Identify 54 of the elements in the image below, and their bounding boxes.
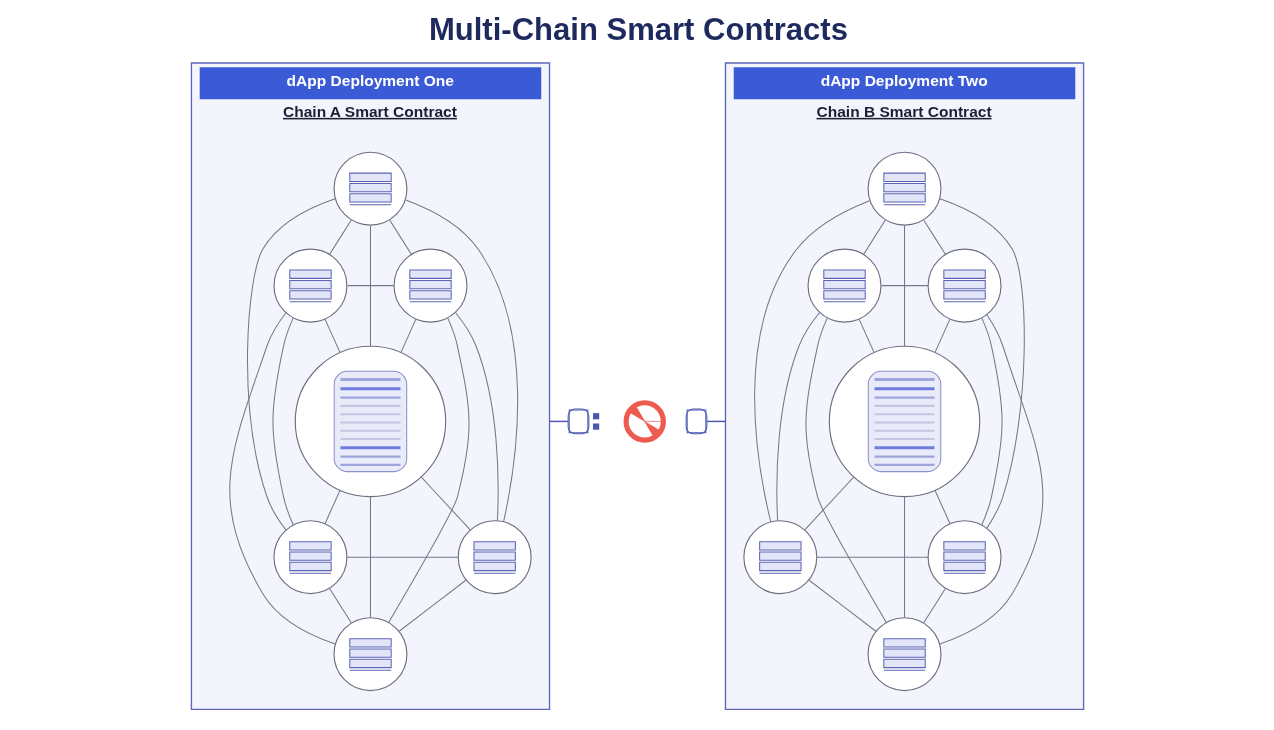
connector bbox=[804, 317, 887, 623]
diagram-title: Multi-Chain Smart Contracts bbox=[428, 12, 848, 48]
node-circle bbox=[272, 248, 347, 323]
connector bbox=[369, 225, 371, 347]
connector bbox=[808, 579, 876, 632]
connector bbox=[548, 420, 569, 423]
node-circle bbox=[927, 248, 1002, 323]
node-circle bbox=[332, 617, 407, 692]
connector bbox=[934, 318, 950, 353]
node-circle bbox=[867, 151, 942, 226]
connector bbox=[903, 225, 905, 347]
connector bbox=[328, 588, 352, 624]
connector bbox=[399, 318, 416, 353]
connector bbox=[980, 317, 1003, 526]
connector bbox=[803, 476, 854, 531]
node-circle bbox=[807, 248, 881, 323]
node-circle bbox=[332, 151, 407, 226]
cluster: dApp Deployment Two Chain B Smart Contract bbox=[724, 62, 1084, 711]
connector bbox=[934, 489, 950, 524]
node-circle bbox=[927, 520, 1002, 595]
connector bbox=[858, 318, 875, 353]
connector bbox=[388, 219, 412, 255]
connector bbox=[880, 285, 928, 287]
connector bbox=[775, 312, 820, 522]
cluster: dApp Deployment One Chain A Smart Contract bbox=[190, 62, 550, 711]
connector bbox=[903, 496, 905, 619]
connector bbox=[328, 219, 352, 255]
connector bbox=[271, 317, 294, 526]
connector bbox=[387, 317, 470, 623]
connector bbox=[404, 199, 518, 523]
connector bbox=[228, 312, 336, 645]
connector bbox=[324, 318, 340, 353]
node-circle bbox=[294, 345, 446, 498]
connector bbox=[862, 219, 886, 255]
connector bbox=[454, 312, 499, 522]
connector bbox=[753, 200, 870, 523]
node-circle bbox=[457, 520, 532, 595]
connector bbox=[922, 219, 946, 255]
node-circle bbox=[867, 617, 942, 692]
connector bbox=[420, 476, 471, 531]
connector bbox=[922, 588, 946, 624]
connector bbox=[938, 198, 1025, 529]
connector bbox=[938, 314, 1043, 645]
connector bbox=[246, 198, 336, 531]
connector bbox=[398, 579, 466, 632]
connector bbox=[705, 420, 726, 423]
node-circle bbox=[828, 345, 980, 498]
connector bbox=[369, 496, 371, 619]
node-circle bbox=[393, 248, 467, 323]
connector bbox=[816, 556, 928, 558]
node-circle bbox=[272, 520, 347, 595]
connector bbox=[346, 285, 394, 287]
node-circle bbox=[742, 520, 817, 595]
connector bbox=[324, 489, 340, 524]
